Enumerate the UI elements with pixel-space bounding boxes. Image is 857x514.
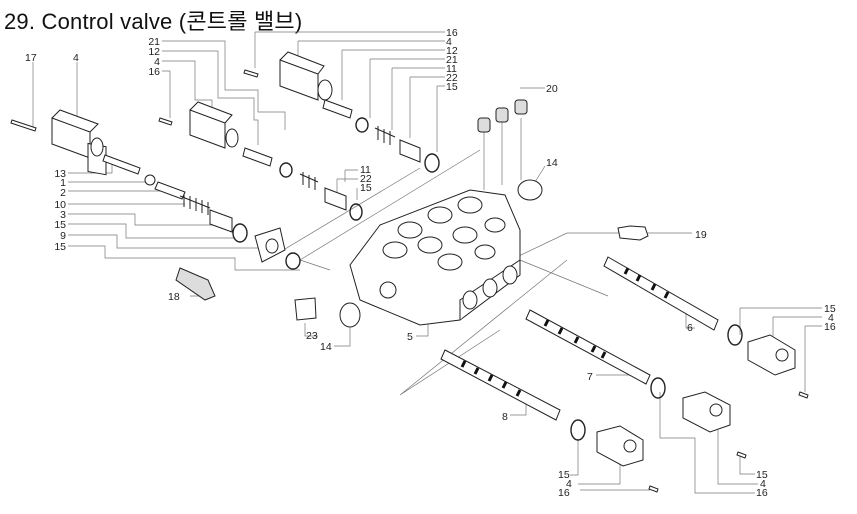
spool-6 xyxy=(603,256,719,331)
callout: 16 xyxy=(558,487,570,499)
callout: 15 xyxy=(446,81,458,93)
callout: 10 xyxy=(54,199,66,211)
callout: 5 xyxy=(407,331,413,343)
callout: 15 xyxy=(360,182,372,194)
parts xyxy=(10,51,809,493)
callout: 16 xyxy=(756,487,768,499)
callout: 1 xyxy=(60,177,66,189)
callout: 21 xyxy=(446,54,458,66)
callout: 8 xyxy=(502,411,508,423)
callout: 11 xyxy=(360,164,371,176)
callout: 3 xyxy=(60,209,66,221)
callout: 22 xyxy=(360,173,372,185)
callout: 13 xyxy=(54,168,66,180)
callout: 4 xyxy=(828,312,834,324)
spool-7 xyxy=(525,309,651,385)
callout: 4 xyxy=(446,36,452,48)
callout: 7 xyxy=(587,371,593,383)
callout: 23 xyxy=(306,330,318,342)
callout: 17 xyxy=(25,52,37,64)
callout: 22 xyxy=(446,72,458,84)
callout: 14 xyxy=(546,157,558,169)
callout: 16 xyxy=(446,27,458,39)
callout: 15 xyxy=(558,469,570,481)
callout: 4 xyxy=(154,56,160,68)
callout: 15 xyxy=(54,219,66,231)
callout: 11 xyxy=(446,63,457,75)
callout: 4 xyxy=(566,478,572,490)
callout: 15 xyxy=(54,241,66,253)
spool-8 xyxy=(440,349,561,421)
callout: 4 xyxy=(73,52,79,64)
callout: 16 xyxy=(148,66,160,78)
leader-lines xyxy=(32,31,822,494)
callout: 12 xyxy=(148,46,160,58)
callout: 4 xyxy=(760,478,766,490)
callout: 9 xyxy=(60,230,66,242)
callout: 18 xyxy=(168,291,180,303)
spring xyxy=(179,194,211,215)
callout: 2 xyxy=(60,187,66,199)
callout: 15 xyxy=(824,303,836,315)
callout: 14 xyxy=(320,341,332,353)
callout: 20 xyxy=(546,83,558,95)
bolt-17 xyxy=(10,119,37,132)
page-title: 29. Control valve (콘트롤 밸브) xyxy=(4,9,303,34)
callout: 6 xyxy=(687,322,693,334)
callout: 16 xyxy=(824,321,836,333)
callout: 12 xyxy=(446,45,458,57)
callout: 21 xyxy=(148,36,160,48)
callout-labels: 17 4 13 1 2 10 3 15 9 15 21 12 4 16 16 4… xyxy=(25,27,836,499)
callout: 19 xyxy=(695,229,707,241)
callout: 15 xyxy=(756,469,768,481)
